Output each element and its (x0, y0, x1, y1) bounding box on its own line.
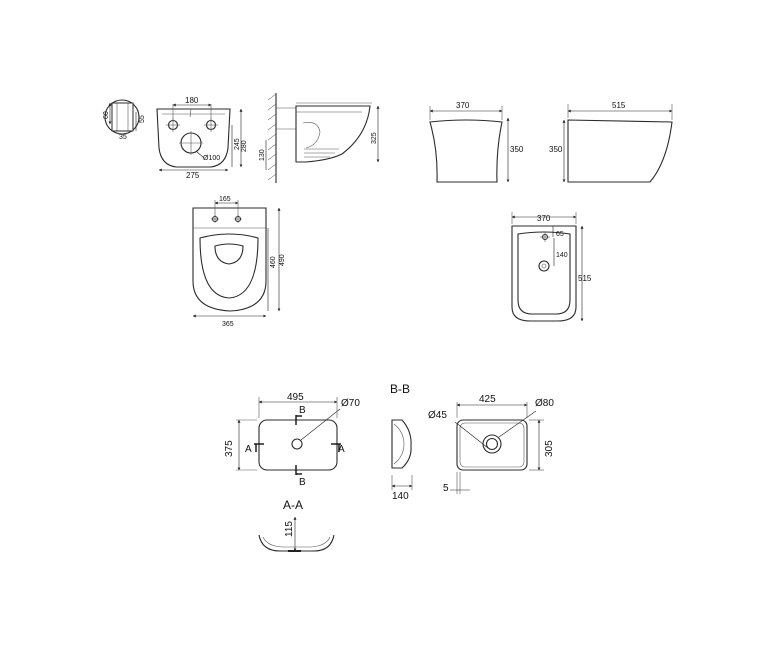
front-silhouette-height: 350 (510, 145, 524, 154)
mount-height-dimension: 130 (259, 149, 266, 161)
inlet-spacing-dimension: 180 (185, 96, 199, 105)
basin-drain (291, 438, 303, 450)
top-width-dimension: 365 (222, 321, 234, 328)
bidet-drain (538, 260, 550, 272)
toilet-front-view: 180 Ø100 275 245 280 (156, 96, 248, 180)
section-a-right-label: A (338, 444, 345, 455)
toilet-side-view: 325 130 (259, 93, 380, 183)
bowl-width-dimension: 425 (479, 394, 496, 405)
bidet-top-view: 370 65 140 515 (511, 212, 592, 322)
drain-offset-dimension: 140 (556, 252, 568, 259)
basin-width-dimension: 495 (287, 392, 304, 403)
depth-dimension-460: 460 (270, 256, 277, 268)
side-height-dimension: 325 (371, 132, 378, 144)
section-a-a-title: A-A (283, 498, 303, 512)
depth-dimension-490: 490 (279, 254, 286, 266)
basin-top-view: Ø70 495 375 B B A A (224, 392, 360, 488)
front-silhouette-width: 370 (456, 101, 470, 110)
toilet-bowl-opening (214, 243, 244, 265)
inlet-height-dimension: 55 (139, 115, 146, 123)
section-b-b-view: B-B 140 (390, 382, 413, 502)
basin-bowl-view: 425 Ø80 Ø45 305 5 (428, 394, 555, 494)
toilet-top-view: 165 460 490 365 (192, 196, 286, 328)
tap-offset-dimension: 65 (556, 231, 564, 238)
inlet-height-dimension-245: 245 (234, 138, 241, 150)
basin-drain-dimension: Ø70 (341, 398, 360, 409)
section-b-depth-dimension: 140 (392, 491, 409, 502)
outlet-diameter-dimension: Ø100 (203, 155, 220, 162)
bolt-spacing-dimension: 165 (219, 196, 231, 203)
front-silhouette-view: 370 350 (429, 101, 524, 183)
section-b-b-title: B-B (390, 382, 410, 396)
section-b-bottom-label: B (299, 477, 306, 488)
front-width-dimension: 275 (186, 171, 200, 180)
section-b-top-label: B (299, 405, 306, 416)
inlet-side-dimension: 60 (103, 111, 110, 119)
inner-drain-ring (485, 437, 499, 451)
section-a-a-view: A-A 115 (258, 498, 335, 552)
side-silhouette-height: 350 (549, 145, 563, 154)
inner-ring-dimension: Ø45 (428, 410, 447, 421)
bowl-depth-dimension: 305 (544, 440, 555, 457)
basin-depth-dimension: 375 (224, 440, 235, 457)
bidet-width-dimension: 370 (537, 214, 551, 223)
bidet-depth-dimension: 515 (578, 274, 592, 283)
rim-dimension: 5 (443, 483, 449, 494)
section-a-left-label: A (245, 444, 252, 455)
side-silhouette-width: 515 (612, 101, 626, 110)
outer-drain-ring (482, 434, 502, 454)
section-a-depth-dimension: 115 (284, 521, 295, 537)
inlet-bottom-dimension: 35 (119, 134, 127, 141)
inlet-detail-view: 60 55 35 (103, 99, 146, 141)
side-silhouette-view: 515 350 (549, 101, 673, 183)
outer-ring-dimension: Ø80 (535, 398, 554, 409)
top-height-dimension-280: 280 (241, 140, 248, 152)
